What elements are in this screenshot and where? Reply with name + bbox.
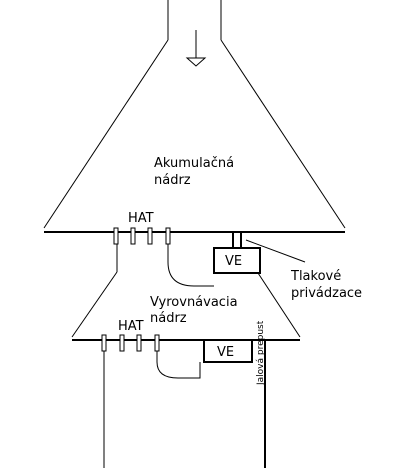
ve-upper-label: VE bbox=[225, 254, 242, 269]
hat-upper-label: HAT bbox=[128, 211, 154, 226]
ve-lower-box bbox=[203, 339, 253, 363]
upper-tank bbox=[43, 39, 346, 233]
outflow-lines bbox=[103, 340, 266, 468]
lower-tank bbox=[71, 271, 301, 341]
upper-tank-label-line1: Akumulačná bbox=[154, 156, 234, 171]
hat-lower-label: HAT bbox=[118, 319, 144, 334]
lower-tank-label-line1: Vyrovnávacia bbox=[150, 295, 238, 310]
lower-discharge-loop bbox=[156, 351, 201, 379]
inflow-pipe bbox=[167, 0, 222, 40]
pressure-leader bbox=[245, 239, 306, 263]
upper-tank-label-line2: nádrz bbox=[154, 173, 191, 188]
ve-lower-label: VE bbox=[217, 345, 234, 360]
upper-discharge-loop bbox=[167, 244, 214, 287]
lower-tank-label-line2: nádrz bbox=[150, 311, 187, 326]
hat-lower-markers bbox=[101, 334, 160, 352]
pressure-label-line1: Tlakové bbox=[290, 269, 341, 284]
pressure-label-line2: privádzace bbox=[291, 286, 362, 301]
hat-upper-markers bbox=[113, 227, 171, 245]
spillway-label: Jalová prepust bbox=[256, 320, 266, 386]
down-arrow-icon bbox=[185, 30, 207, 67]
ve-upper-box bbox=[213, 233, 261, 274]
